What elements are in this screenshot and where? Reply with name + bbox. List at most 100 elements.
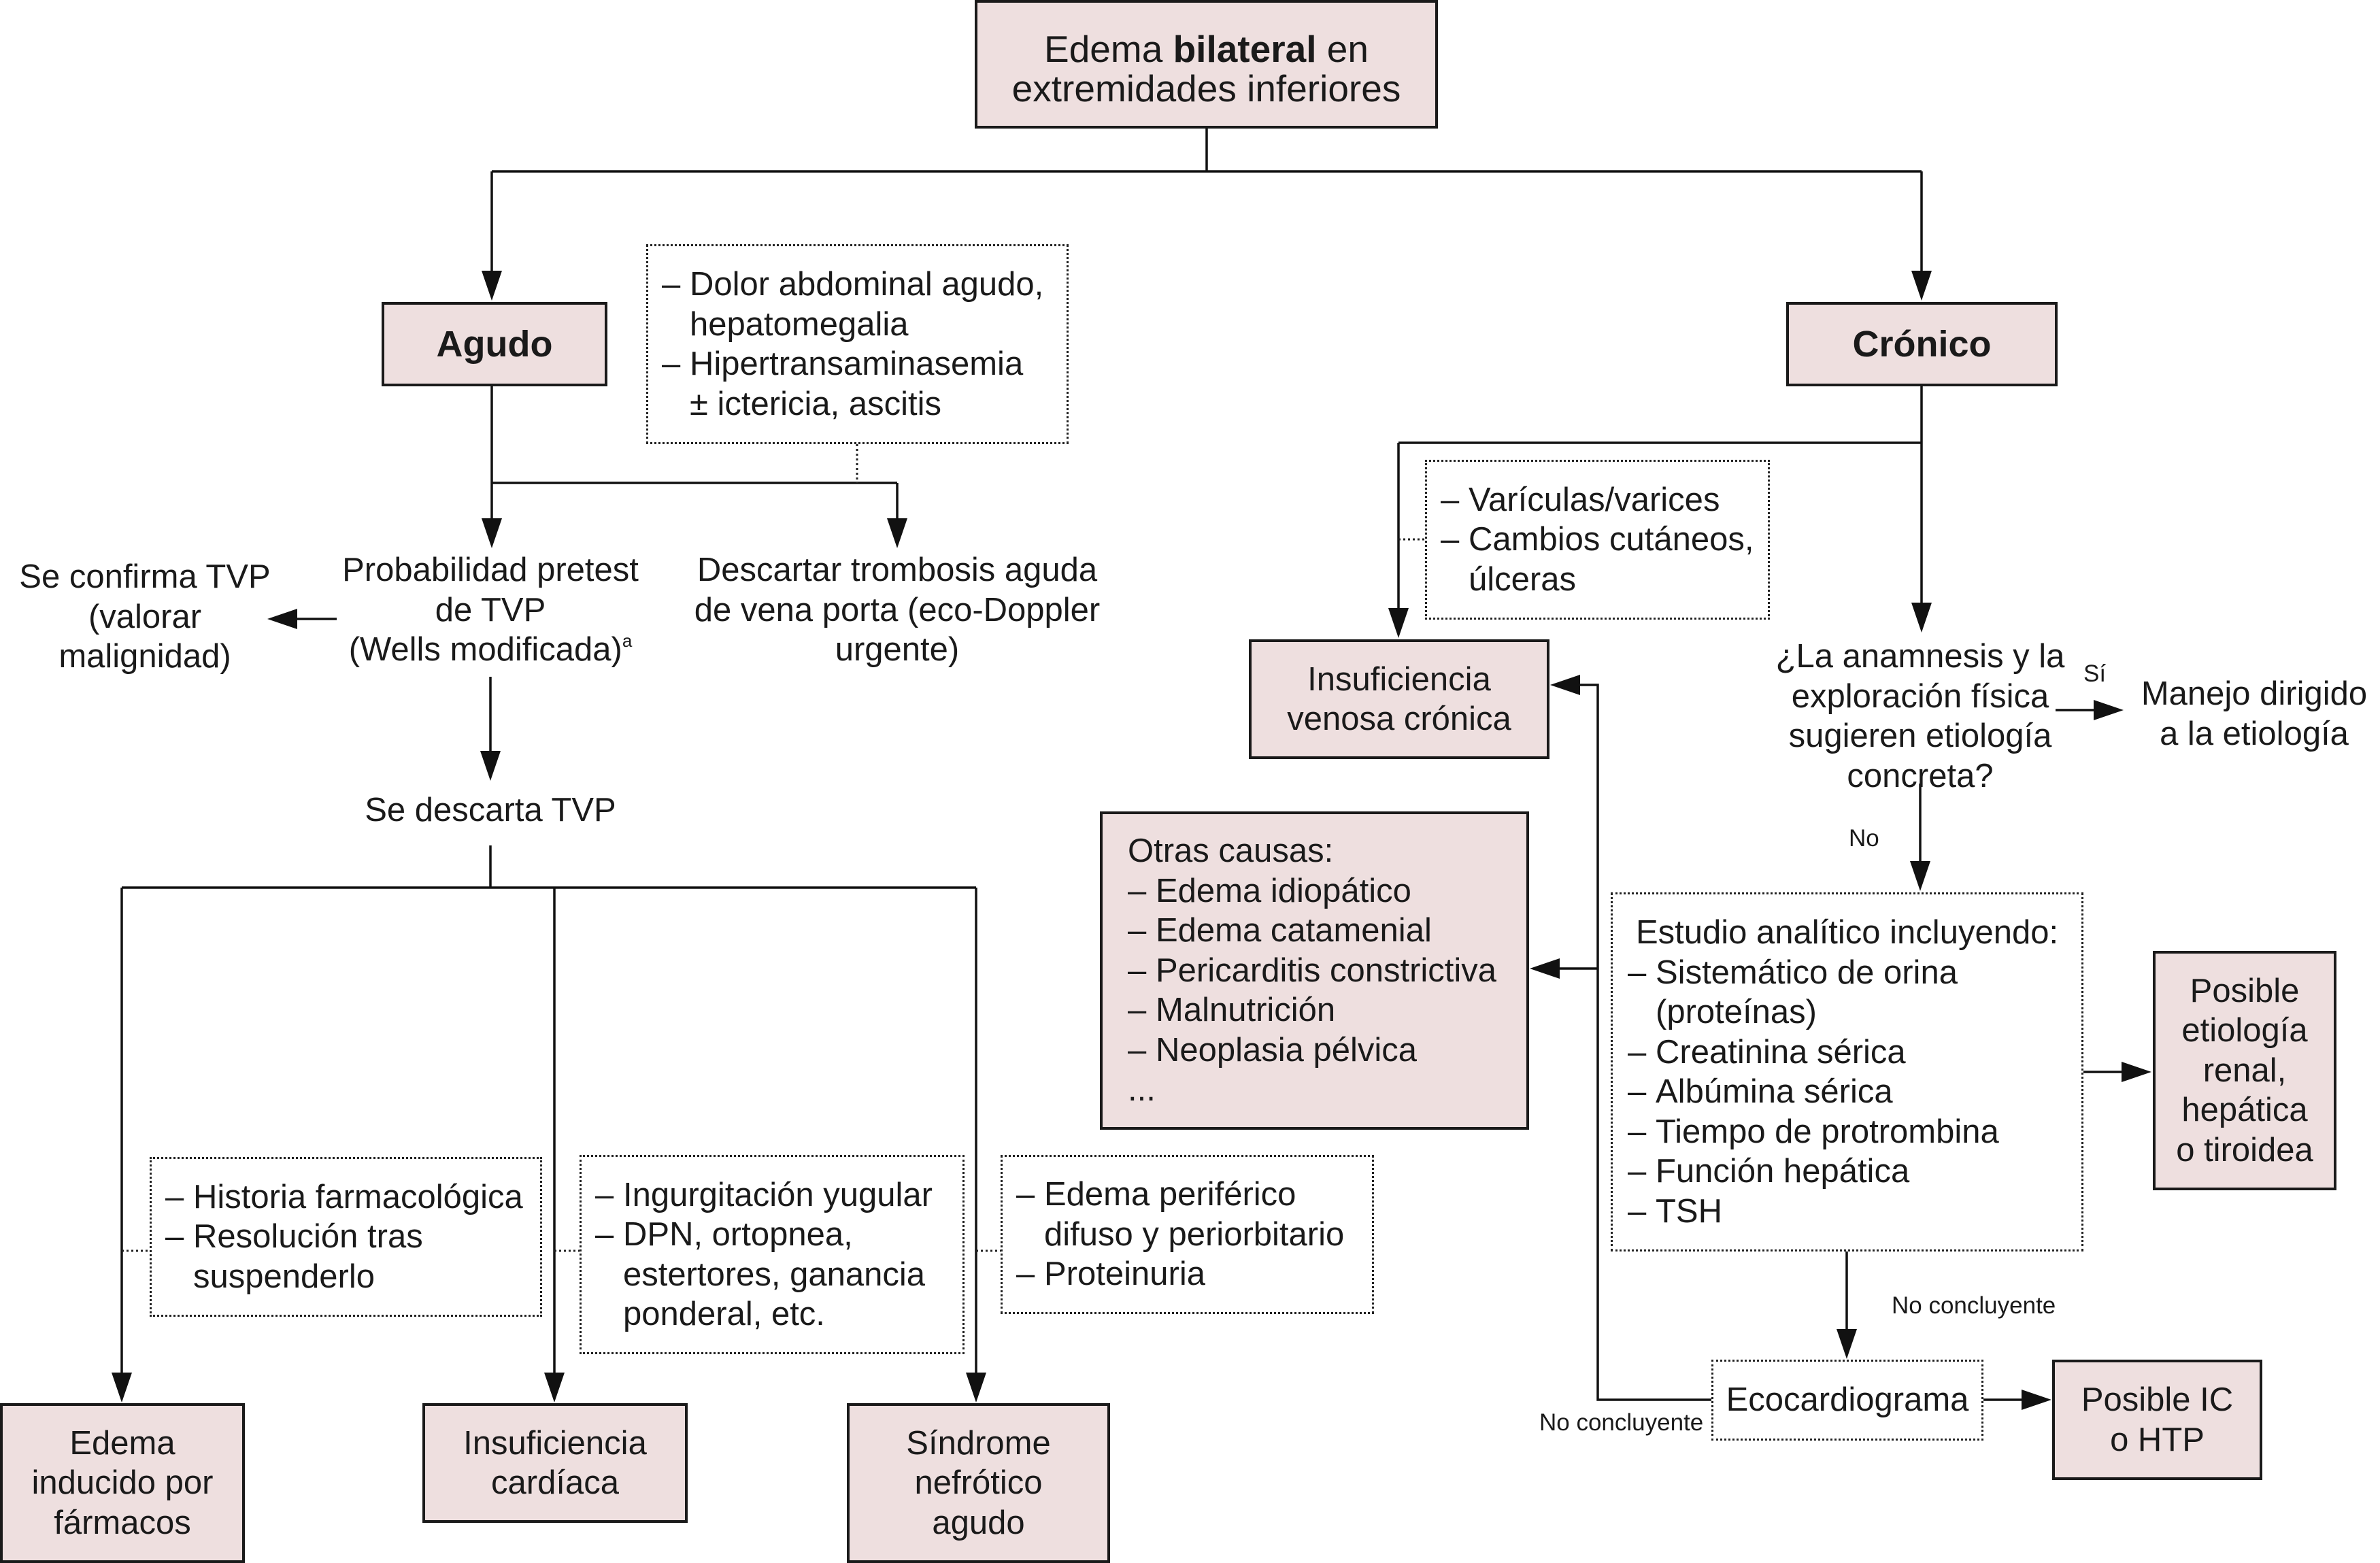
root-text: en [1316, 27, 1369, 70]
arrow-to-dvt-ruled-out-head-icon [480, 751, 501, 781]
lab-workup-header: Estudio analítico incluyendo: [1636, 914, 2059, 951]
pretest-line: (Wells modificada)a [300, 630, 681, 670]
arrow-to-renal-hepatic-head-icon [2122, 1062, 2151, 1082]
targeted-management-node: Manejo dirigido a la etiología [2132, 674, 2377, 754]
bullet-dash: – [1128, 912, 1147, 949]
lab-item-text: TSH [1656, 1192, 1722, 1230]
dvt-confirmed-line: Se confirma TVP [19, 558, 271, 595]
lab-item-text: Sistemático de orina [1656, 954, 1958, 991]
bullet-dash: – [1628, 954, 1647, 991]
result-line: fármacos [54, 1504, 191, 1541]
clue-item: –Resolución tras [165, 1217, 423, 1257]
clue-item: –Historia farmacológica [165, 1177, 523, 1217]
clue-text: ponderal, etc. [623, 1296, 825, 1332]
workup-inconclusive-label: No concluyente [1892, 1292, 2056, 1319]
other-causes-box: Otras causas: –Edema idiopático –Edema c… [1100, 811, 1529, 1130]
dvt-ruled-out-node: Se descarta TVP [354, 790, 626, 830]
bullet-dash: – [662, 266, 681, 303]
chronic-venous-insufficiency-box: Insuficiencia venosa crónica [1249, 639, 1549, 759]
chronic-label: Crónico [1852, 323, 1992, 365]
heart-failure-box: Insuficiencia cardíaca [422, 1403, 688, 1523]
bullet-dash: – [1128, 872, 1147, 909]
clue-text: Varículas/varices [1469, 481, 1720, 518]
result-line: Edema [69, 1424, 175, 1462]
root-box: Edema bilateral en extremidades inferior… [975, 0, 1438, 129]
clue-item: –Ingurgitación yugular [595, 1175, 933, 1215]
clue-text: Proteinuria [1044, 1256, 1205, 1293]
bullet-dash: – [1128, 992, 1147, 1029]
bullet-dash: – [1128, 952, 1147, 989]
clue-item-continuation: suspenderlo [165, 1257, 375, 1297]
other-cause-item: –Edema idiopático [1128, 871, 1411, 911]
question-line: ¿La anamnesis y la [1775, 638, 2065, 675]
result-line: o HTP [2110, 1421, 2205, 1458]
arrow-to-pretest-head-icon [482, 518, 502, 548]
arrow-to-dvt-confirmed-head-icon [267, 609, 297, 629]
arrow-to-heart-failure-head-icon [544, 1373, 565, 1402]
acute-box: Agudo [382, 302, 607, 386]
arrow-to-acute-head-icon [482, 271, 502, 301]
pretest-line: de TVP [435, 591, 546, 628]
result-line: cardíaca [491, 1464, 619, 1501]
acute-nephrotic-syndrome-box: Síndrome nefrótico agudo [847, 1403, 1110, 1563]
dvt-ruled-out-text: Se descarta TVP [365, 792, 616, 828]
drug-induced-edema-box: Edema inducido por fármacos [0, 1403, 245, 1563]
portal-vein-node: Descartar trombosis aguda de vena porta … [680, 550, 1115, 670]
clue-text: Dolor abdominal agudo, [690, 266, 1044, 303]
other-causes-header: Otras causas: [1128, 833, 1334, 870]
bullet-dash: – [1628, 1033, 1647, 1071]
question-line: exploración física [1791, 677, 2049, 715]
result-line: hepática [2181, 1092, 2308, 1129]
lab-item: –Función hepática [1628, 1152, 1909, 1192]
bullet-dash: – [1128, 1031, 1147, 1069]
bullet-dash: – [1016, 1256, 1035, 1293]
lab-item: –Tiempo de protrombina [1628, 1112, 1999, 1152]
question-line: concreta? [1847, 757, 1994, 794]
clue-text: Edema periférico [1044, 1176, 1296, 1213]
echo-inconclusive-label: No concluyente [1539, 1409, 1704, 1436]
clue-text: suspenderlo [193, 1258, 375, 1295]
acute-clues-box: –Dolor abdominal agudo, hepatomegalia –H… [646, 244, 1069, 444]
arrow-to-nephrotic-head-icon [966, 1373, 986, 1402]
bullet-dash: – [1628, 1073, 1647, 1110]
arrow-to-drug-edema-head-icon [112, 1373, 132, 1402]
clue-item: –Edema periférico [1016, 1175, 1296, 1215]
result-line: nefrótico [914, 1464, 1043, 1502]
root-text-emphasis: bilateral [1173, 27, 1317, 70]
clue-item: –Proteinuria [1016, 1254, 1205, 1294]
portal-vein-line: Descartar trombosis aguda [697, 552, 1098, 588]
root-text: Edema [1044, 27, 1173, 70]
result-line: Posible IC [2081, 1381, 2234, 1418]
pretest-line: Probabilidad pretest [342, 552, 639, 588]
clue-item: –Dolor abdominal agudo, [662, 265, 1043, 305]
lab-item: –TSH [1628, 1192, 1722, 1232]
arrow-to-heart-failure-pht-head-icon [2022, 1390, 2051, 1410]
lab-item-text: Tiempo de protrombina [1656, 1113, 1999, 1150]
other-cause-text: Neoplasia pélvica [1156, 1031, 1418, 1069]
other-cause-item: –Malnutrición [1128, 990, 1335, 1030]
yes-branch-label: Sí [2083, 660, 2107, 687]
other-cause-item: –Edema catamenial [1128, 911, 1432, 951]
arrow-to-portal-vein-head-icon [887, 518, 907, 548]
pretest-probability-node: Probabilidad pretest de TVP (Wells modif… [300, 550, 681, 670]
lab-item-text: Creatinina sérica [1656, 1033, 1906, 1071]
clue-item-continuation: estertores, ganancia [595, 1255, 925, 1295]
clue-item-continuation: hepatomegalia [662, 305, 908, 345]
result-line: Posible [2190, 972, 2300, 1009]
clue-item-continuation: ± ictericia, ascitis [662, 384, 941, 424]
echo-inconclusive-return-line [1577, 684, 1711, 1401]
venous-clues-box: –Varículas/varices –Cambios cutáneos, úl… [1425, 460, 1770, 620]
root-line-2: extremidades inferiores [1011, 67, 1401, 110]
lab-item: –Albúmina sérica [1628, 1072, 1893, 1112]
bullet-dash: – [1441, 481, 1460, 518]
lab-item-continuation: (proteínas) [1628, 992, 1817, 1032]
portal-vein-line: urgente) [835, 631, 960, 668]
clue-item-continuation: úlceras [1441, 560, 1576, 600]
arrow-to-question-head-icon [1911, 603, 1932, 633]
footnote-mark: a [622, 631, 633, 651]
targeted-management-line: a la etiología [2160, 715, 2349, 752]
result-line: renal, [2202, 1052, 2287, 1089]
result-line: agudo [932, 1504, 1025, 1541]
